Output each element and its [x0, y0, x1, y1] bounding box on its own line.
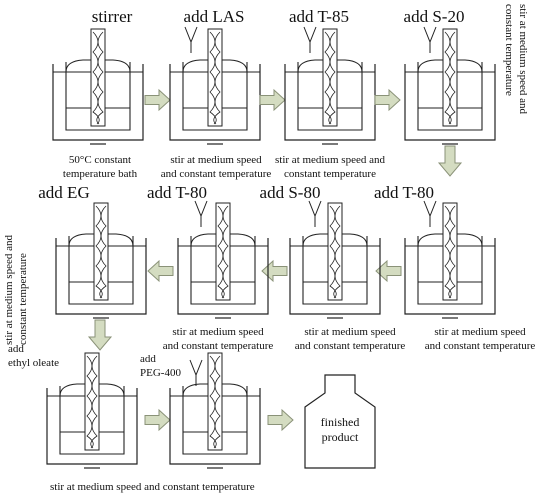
flow-arrow-icon: [147, 260, 174, 282]
bottom-caption: stir at medium speed and constant temper…: [50, 481, 255, 493]
reagent-dropper-icon: [184, 26, 198, 54]
bottle-icon: [304, 374, 376, 469]
step-title: ethyl oleate: [8, 357, 59, 369]
beaker-in-water-bath-with-stirrer-icon: [169, 28, 261, 145]
flow-arrow-icon: [374, 89, 401, 111]
step-caption: 50°C constant: [69, 154, 131, 166]
step-title: add T-85: [289, 7, 349, 26]
beaker-in-water-bath-with-stirrer-icon: [169, 352, 261, 469]
step-stirrer: stirrer 50°C constant temperature bath: [52, 7, 144, 180]
product-label: finished: [321, 415, 360, 429]
step-add-ethyl-oleate: add ethyl oleate: [8, 343, 138, 469]
step-title: PEG-400: [140, 367, 181, 379]
step-caption: temperature bath: [63, 168, 138, 180]
reagent-dropper-icon: [189, 359, 203, 387]
step-add-t80-second: add T-80 stir at medium speed and consta…: [147, 183, 273, 352]
step-add-peg400: add PEG-400: [140, 352, 261, 469]
step-add-t80-first: add T-80 stir at medium speed and consta…: [374, 183, 535, 352]
reagent-dropper-icon: [308, 200, 322, 228]
step-title: add T-80: [374, 183, 434, 202]
step-caption: and constant temperature: [163, 340, 274, 352]
step-title: add S-80: [260, 183, 321, 202]
beaker-in-water-bath-with-stirrer-icon: [404, 28, 496, 145]
reagent-dropper-icon: [194, 200, 208, 228]
step-add-las: add LAS stir at medium speed and constan…: [161, 7, 272, 180]
step-caption: stir at medium speed: [304, 326, 396, 338]
beaker-in-water-bath-with-stirrer-icon: [46, 352, 138, 469]
step-caption: and constant temperature: [161, 168, 272, 180]
step-title: add: [8, 343, 24, 355]
flow-arrow-icon: [267, 409, 294, 431]
step-caption: stir at medium speed: [170, 154, 262, 166]
step-caption: stir at medium speed: [172, 326, 264, 338]
flow-arrow-icon: [88, 319, 112, 351]
reagent-dropper-icon: [423, 200, 437, 228]
step-title: add T-80: [147, 183, 207, 202]
step-title: add EG: [38, 183, 89, 202]
step-title: add LAS: [184, 7, 245, 26]
beaker-in-water-bath-with-stirrer-icon: [404, 202, 496, 319]
beaker-in-water-bath-with-stirrer-icon: [52, 28, 144, 145]
step-caption: constant temperature: [284, 168, 376, 180]
step-title: stirrer: [92, 7, 133, 26]
step-title: add S-20: [404, 7, 465, 26]
flow-arrow-icon: [438, 145, 462, 177]
step-caption: stir at medium speed and: [3, 235, 15, 345]
beaker-in-water-bath-with-stirrer-icon: [289, 202, 381, 319]
step-caption: and constant temperature: [425, 340, 536, 352]
reagent-dropper-icon: [303, 26, 317, 54]
step-caption: constant temperature: [503, 4, 515, 96]
beaker-in-water-bath-with-stirrer-icon: [55, 202, 147, 319]
step-add-s80: add S-80 stir at medium speed and consta…: [260, 183, 406, 352]
flow-arrow-icon: [144, 89, 171, 111]
step-add-t85: add T-85 stir at medium speed and consta…: [275, 7, 385, 180]
finished-product: finished product: [304, 374, 376, 469]
product-label: product: [322, 430, 359, 444]
step-add-eg: add EG stir at medium speed and constant…: [3, 183, 147, 345]
step-caption: stir at medium speed: [434, 326, 526, 338]
flow-arrow-icon: [261, 260, 288, 282]
step-caption: stir at medium speed and: [517, 4, 529, 114]
step-caption: constant temperature: [17, 253, 29, 345]
step-add-s20: add S-20 stir at medium speed and consta…: [404, 4, 529, 145]
step-caption: and constant temperature: [295, 340, 406, 352]
reagent-dropper-icon: [423, 26, 437, 54]
beaker-in-water-bath-with-stirrer-icon: [284, 28, 376, 145]
flow-arrow-icon: [144, 409, 171, 431]
beaker-in-water-bath-with-stirrer-icon: [177, 202, 269, 319]
step-caption: stir at medium speed and: [275, 154, 385, 166]
flow-arrow-icon: [259, 89, 286, 111]
step-title: add: [140, 353, 156, 365]
